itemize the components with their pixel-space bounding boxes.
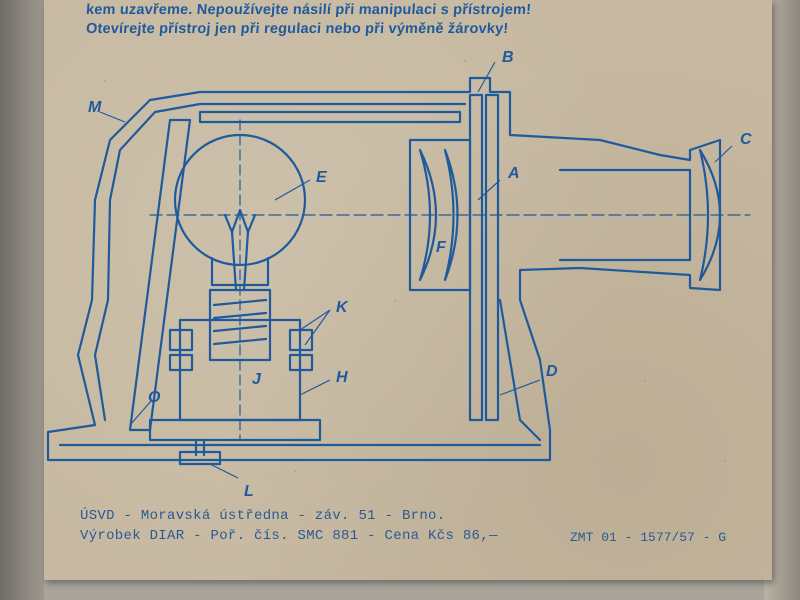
label-O: O [148,389,161,406]
housing-top-plate [198,110,462,124]
condenser-housing [408,138,472,292]
background-edge-left [0,0,44,600]
filament-stem [230,230,250,292]
socket-base [148,418,322,442]
condenser-lens-F [418,148,438,282]
footer-code: ZMT 01 - 1577/57 - G [570,530,727,545]
condenser-lens-2 [443,148,459,282]
socket-nuts [168,328,314,372]
label-L: L [244,483,254,500]
diagonal-strut [128,118,192,432]
housing-outer-shell [46,76,722,462]
slide-frame-2 [484,93,500,422]
label-M: M [88,99,102,116]
label-K: K [336,299,349,316]
label-D: D [546,363,558,380]
label-F: F [436,239,447,256]
footer-line-1: ÚSVD - Moravská ústředna - záv. 51 - Brn… [80,508,446,524]
objective-lens-C [698,148,721,282]
footer-line-2: Výrobek DIAR - Poř. čís. SMC 881 - Cena … [80,528,498,544]
tube-stand [498,298,542,442]
screw-base [208,288,272,362]
slide-frame [468,93,484,422]
label-B: B [502,49,514,66]
housing-inner-line [93,102,467,422]
label-E: E [316,169,328,186]
label-C: C [740,131,752,148]
label-H: H [336,369,348,386]
objective-tube [558,168,692,262]
label-A: A [507,165,520,182]
adjust-screw-L [178,438,222,466]
label-J: J [252,371,262,388]
